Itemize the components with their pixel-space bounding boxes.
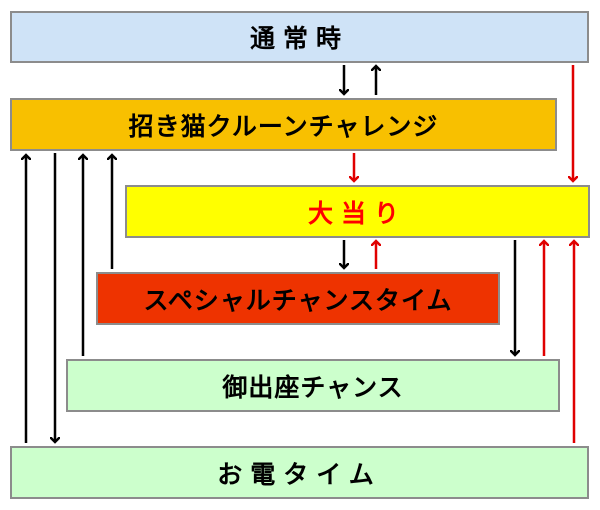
- state-gozaru-chance: 御出座チャンス: [66, 359, 560, 412]
- state-maneki-neko-challenge: 招き猫クルーンチャレンジ: [10, 98, 557, 151]
- state-big-hit-label: 大当り: [307, 198, 407, 228]
- state-special-chance-time: スペシャルチャンスタイム: [96, 272, 500, 325]
- state-maneki-neko-challenge-label: 招き猫クルーンチャレンジ: [128, 111, 439, 141]
- state-special-chance-time-label: スペシャルチャンスタイム: [143, 285, 453, 315]
- state-big-hit: 大当り: [125, 185, 590, 238]
- state-gozaru-chance-label: 御出座チャンス: [222, 372, 404, 402]
- state-oden-time: お電タイム: [10, 446, 589, 499]
- state-oden-time-label: お電タイム: [217, 459, 382, 489]
- state-normal: 通常時: [10, 11, 589, 63]
- state-normal-label: 通常時: [249, 24, 349, 53]
